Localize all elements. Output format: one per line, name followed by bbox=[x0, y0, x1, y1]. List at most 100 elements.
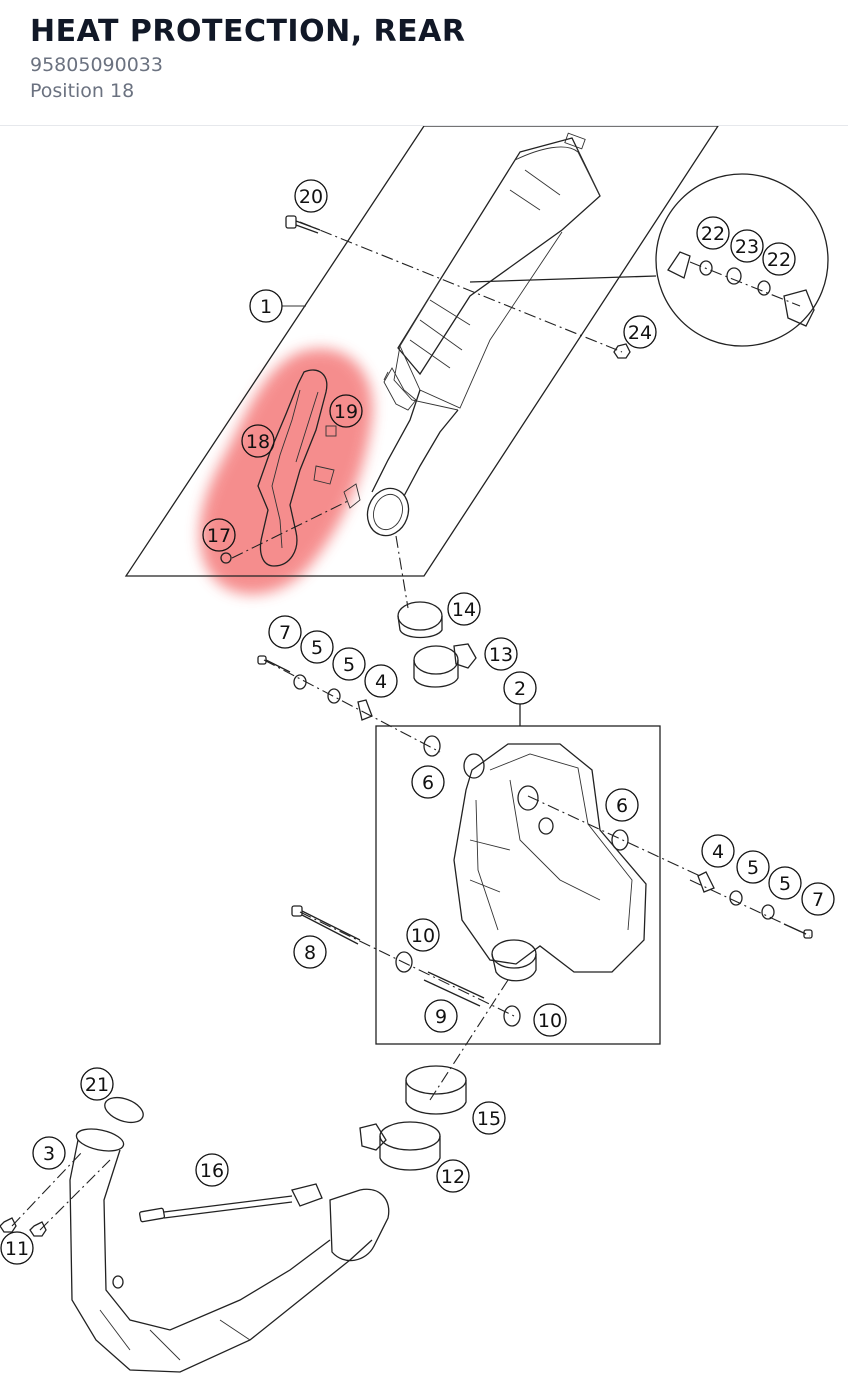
callout-14[interactable]: 14 bbox=[447, 592, 481, 626]
callout-18[interactable]: 18 bbox=[241, 424, 275, 458]
callout-7[interactable]: 7 bbox=[801, 882, 835, 916]
callout-1[interactable]: 1 bbox=[249, 289, 283, 323]
spacer-9[interactable] bbox=[423, 971, 485, 1007]
callout-20[interactable]: 20 bbox=[294, 179, 328, 213]
nut-24[interactable] bbox=[613, 343, 631, 359]
callout-number: 6 bbox=[616, 795, 628, 817]
detail-view-circle bbox=[655, 173, 829, 347]
callout-number: 6 bbox=[422, 772, 434, 794]
callout-23[interactable]: 23 bbox=[730, 229, 764, 263]
detail-hardware bbox=[667, 251, 815, 327]
grommet-6-left[interactable] bbox=[423, 735, 441, 757]
muffler[interactable] bbox=[343, 132, 601, 541]
callout-10[interactable]: 10 bbox=[533, 1003, 567, 1037]
callout-circle bbox=[293, 935, 327, 969]
callout-7[interactable]: 7 bbox=[268, 615, 302, 649]
bracket-4-right[interactable] bbox=[697, 871, 715, 893]
grommet-6-right[interactable] bbox=[611, 829, 629, 851]
bolt-7-left[interactable] bbox=[257, 655, 291, 673]
part-number: 95805090033 bbox=[30, 54, 163, 76]
callout-5[interactable]: 5 bbox=[736, 850, 770, 884]
callout-24[interactable]: 24 bbox=[623, 315, 657, 349]
part-header: HEAT PROTECTION, REAR 95805090033 Positi… bbox=[0, 0, 848, 126]
callout-3[interactable]: 3 bbox=[32, 1136, 66, 1170]
callout-number: 5 bbox=[779, 873, 791, 895]
callout-number: 5 bbox=[343, 654, 355, 676]
callout-8[interactable]: 8 bbox=[293, 935, 327, 969]
callout-number: 2 bbox=[514, 678, 526, 700]
nut-11-a[interactable] bbox=[0, 1217, 17, 1233]
callout-number: 5 bbox=[311, 637, 323, 659]
callout-10[interactable]: 10 bbox=[406, 918, 440, 952]
heat-protection-rear[interactable] bbox=[257, 369, 337, 567]
nut-17[interactable] bbox=[220, 552, 232, 564]
callout-number: 21 bbox=[85, 1074, 109, 1096]
exhaust-header-pipe[interactable] bbox=[69, 1125, 390, 1373]
gasket-ring-14[interactable] bbox=[397, 601, 443, 639]
callout-circle bbox=[503, 671, 537, 705]
clamp-13[interactable] bbox=[413, 643, 477, 688]
callout-number: 18 bbox=[246, 431, 270, 453]
callout-circle bbox=[762, 242, 796, 276]
callout-number: 19 bbox=[334, 401, 358, 423]
callout-2[interactable]: 2 bbox=[503, 671, 537, 705]
callout-5[interactable]: 5 bbox=[300, 630, 334, 664]
callout-22[interactable]: 22 bbox=[762, 242, 796, 276]
callout-22[interactable]: 22 bbox=[696, 216, 730, 250]
seal-ring-21[interactable] bbox=[101, 1093, 146, 1127]
callout-circle bbox=[80, 1067, 114, 1101]
callout-4[interactable]: 4 bbox=[364, 664, 398, 698]
callout-number: 12 bbox=[441, 1166, 465, 1188]
callout-number: 15 bbox=[477, 1108, 501, 1130]
callout-number: 24 bbox=[628, 322, 652, 344]
callout-5[interactable]: 5 bbox=[768, 866, 802, 900]
callout-circle bbox=[447, 592, 481, 626]
rubber-10-left[interactable] bbox=[395, 951, 413, 973]
gasket-ring-15[interactable] bbox=[405, 1065, 467, 1115]
callout-circle bbox=[202, 518, 236, 552]
callout-6[interactable]: 6 bbox=[411, 765, 445, 799]
catalyst-housing[interactable] bbox=[453, 743, 647, 982]
position-label: Position 18 bbox=[30, 80, 135, 102]
callout-circle bbox=[730, 229, 764, 263]
bracket-4-left[interactable] bbox=[357, 699, 373, 721]
bolt-20[interactable] bbox=[285, 215, 321, 234]
oxygen-sensor[interactable] bbox=[138, 1183, 323, 1223]
bolt-8[interactable] bbox=[291, 905, 361, 945]
callout-number: 5 bbox=[747, 857, 759, 879]
callout-circle bbox=[768, 866, 802, 900]
washer-5-right-b[interactable] bbox=[761, 904, 775, 920]
washer-5-left-a[interactable] bbox=[293, 674, 307, 690]
callout-number: 9 bbox=[435, 1006, 447, 1028]
callout-4[interactable]: 4 bbox=[701, 834, 735, 868]
nut-11-b[interactable] bbox=[29, 1221, 47, 1237]
washer-5-right-a[interactable] bbox=[729, 890, 743, 906]
callout-17[interactable]: 17 bbox=[202, 518, 236, 552]
highlight-heat-protection[interactable] bbox=[199, 348, 373, 595]
callout-19[interactable]: 19 bbox=[329, 394, 363, 428]
callout-number: 3 bbox=[43, 1143, 55, 1165]
callout-11[interactable]: 11 bbox=[0, 1231, 34, 1265]
rubber-10-right[interactable] bbox=[503, 1005, 521, 1027]
callout-number: 14 bbox=[452, 599, 476, 621]
callout-15[interactable]: 15 bbox=[472, 1101, 506, 1135]
callout-circle bbox=[249, 289, 283, 323]
catalyst-group-frame bbox=[375, 725, 661, 1045]
callout-21[interactable]: 21 bbox=[80, 1067, 114, 1101]
washer-5-left-b[interactable] bbox=[327, 688, 341, 704]
callout-circle bbox=[801, 882, 835, 916]
callout-number: 16 bbox=[200, 1160, 224, 1182]
callout-number: 22 bbox=[767, 249, 791, 271]
callout-13[interactable]: 13 bbox=[484, 637, 518, 671]
callout-16[interactable]: 16 bbox=[195, 1153, 229, 1187]
callout-5[interactable]: 5 bbox=[332, 647, 366, 681]
clamp-12[interactable] bbox=[359, 1121, 441, 1171]
callout-circle bbox=[411, 765, 445, 799]
callout-circle bbox=[736, 850, 770, 884]
callout-9[interactable]: 9 bbox=[424, 999, 458, 1033]
callout-6[interactable]: 6 bbox=[605, 788, 639, 822]
callout-12[interactable]: 12 bbox=[436, 1159, 470, 1193]
bolt-7-right[interactable] bbox=[783, 923, 813, 939]
callout-number: 4 bbox=[375, 671, 387, 693]
